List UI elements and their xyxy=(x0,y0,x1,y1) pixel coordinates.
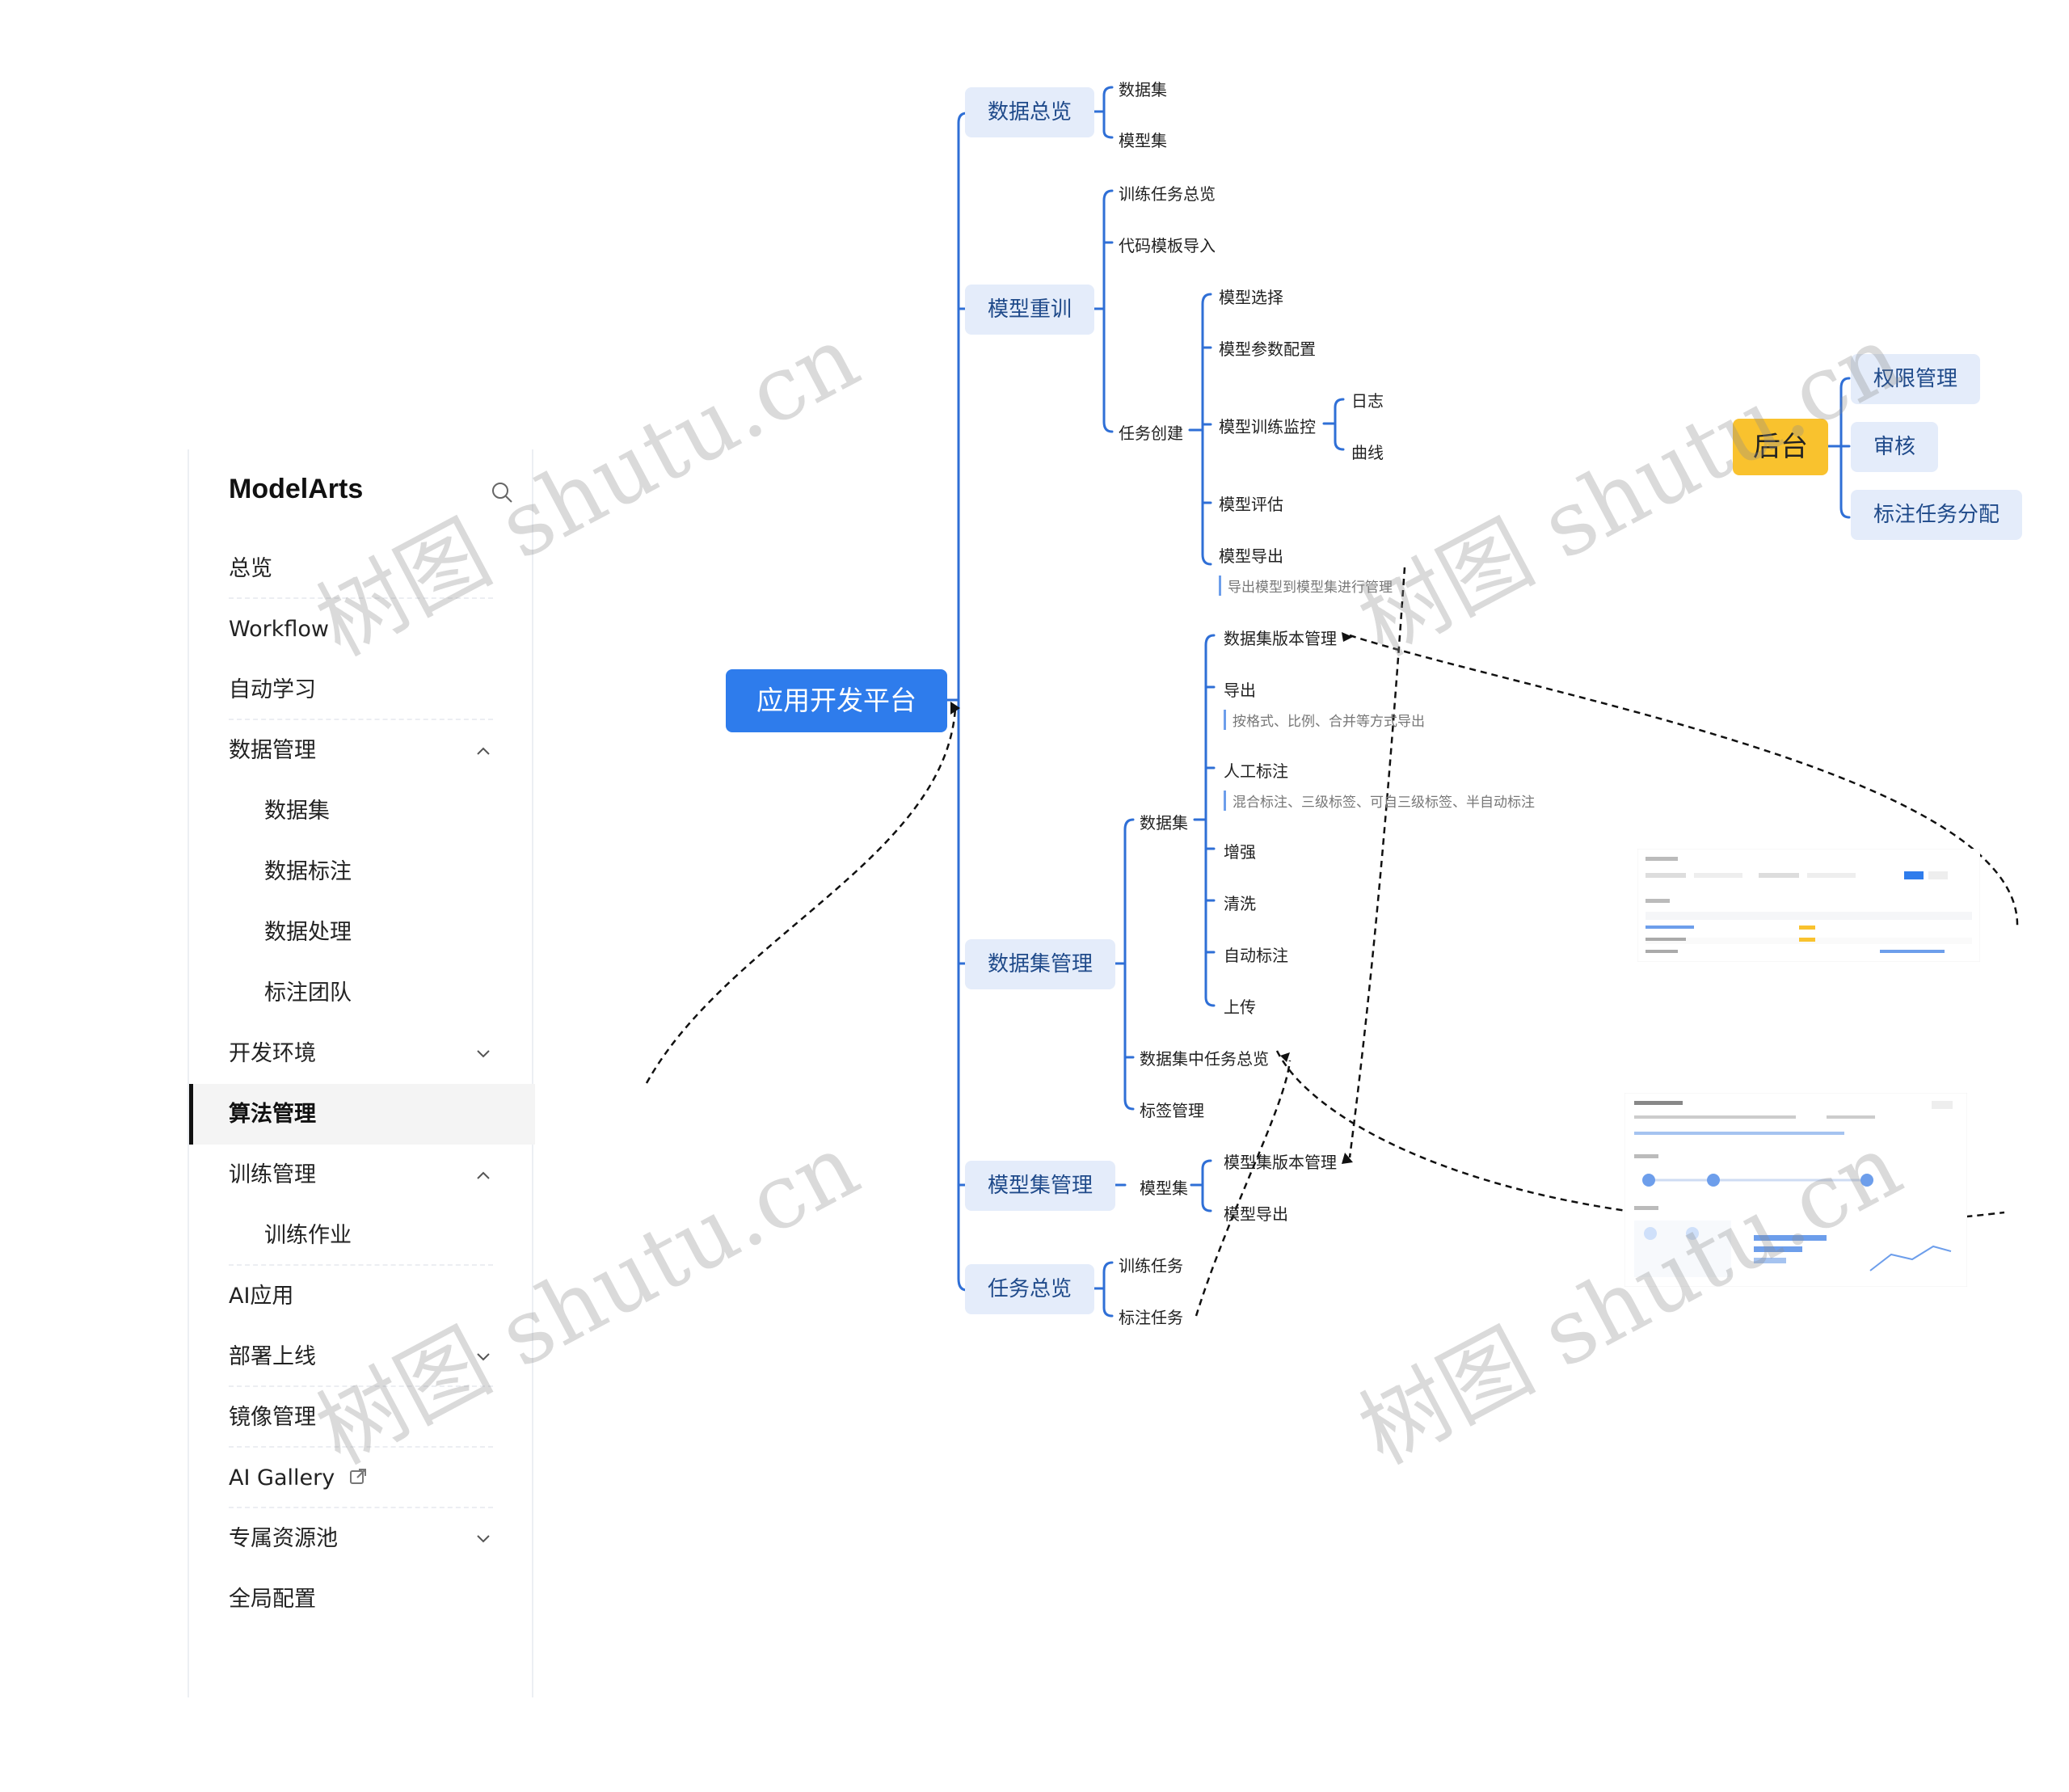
sidebar-item-training-management[interactable]: 训练管理 xyxy=(189,1145,532,1205)
sidebar-item-global-config[interactable]: 全局配置 xyxy=(189,1569,532,1630)
sidebar-item-label: 标注团队 xyxy=(264,980,352,1006)
note-export-to-model-set: 导出模型到模型集进行管理 xyxy=(1219,576,1393,596)
leaf-dataset-task-overview: 数据集中任务总览 xyxy=(1140,1049,1269,1069)
leaf-label-management: 标签管理 xyxy=(1140,1101,1204,1120)
leaf-model-eval: 模型评估 xyxy=(1219,495,1283,514)
leaf-augment: 增强 xyxy=(1224,842,1256,862)
sidebar-item-ai-apps[interactable]: AI应用 xyxy=(189,1266,532,1326)
chevron-down-icon xyxy=(477,1353,490,1361)
sidebar-item-dedicated-pool[interactable]: 专属资源池 xyxy=(189,1508,532,1569)
task-detail-thumbnail xyxy=(1624,1093,1967,1287)
leaf-manual-annotation: 人工标注 xyxy=(1224,761,1288,781)
sidebar-item-dev-env[interactable]: 开发环境 xyxy=(189,1023,532,1084)
sidebar-nav: 总览 Workflow 自动学习 数据管理 数据集 数据标注 数据处理 标注团队… xyxy=(189,538,535,1630)
sidebar-item-label: 专属资源池 xyxy=(229,1526,338,1551)
sidebar-item-auto-learning[interactable]: 自动学习 xyxy=(189,660,532,720)
sidebar-item-label: AI应用 xyxy=(229,1284,294,1309)
mindmap-root: 应用开发平台 xyxy=(726,669,947,732)
leaf-annotation-task: 标注任务 xyxy=(1119,1308,1183,1327)
sidebar-item-label: 开发环境 xyxy=(229,1041,316,1066)
note-export-methods: 按格式、比例、合并等方式导出 xyxy=(1224,710,1425,730)
chevron-down-icon xyxy=(477,1050,490,1058)
sidebar-item-training-jobs[interactable]: 训练作业 xyxy=(189,1205,532,1266)
chevron-up-icon xyxy=(477,747,490,755)
node-permission-management: 权限管理 xyxy=(1851,354,1980,404)
sidebar-item-image-management[interactable]: 镜像管理 xyxy=(189,1387,532,1448)
node-task-overview: 任务总览 xyxy=(965,1264,1094,1314)
sidebar-item-label: 数据集 xyxy=(264,799,330,824)
leaf-training-monitor: 模型训练监控 xyxy=(1219,417,1316,436)
leaf-model-export: 模型导出 xyxy=(1219,546,1283,566)
leaf-task-create: 任务创建 xyxy=(1119,424,1183,443)
chevron-down-icon xyxy=(477,1535,490,1543)
leaf-training-overview: 训练任务总览 xyxy=(1119,184,1216,204)
sidebar-item-label: 总览 xyxy=(229,556,272,581)
leaf-dataset-version-mgmt: 数据集版本管理 xyxy=(1224,629,1337,648)
leaf-model-select: 模型选择 xyxy=(1219,288,1283,307)
sidebar-item-label: AI Gallery xyxy=(229,1465,335,1491)
leaf-dataset-group: 数据集 xyxy=(1140,813,1188,833)
leaf-clean: 清洗 xyxy=(1224,894,1256,913)
leaf-log: 日志 xyxy=(1351,391,1384,411)
node-backend: 后台 xyxy=(1733,419,1828,475)
sidebar-item-label: 数据标注 xyxy=(264,859,352,884)
sidebar-item-ai-gallery[interactable]: AI Gallery xyxy=(189,1448,532,1508)
leaf-model-set-export: 模型导出 xyxy=(1224,1204,1288,1224)
node-data-overview: 数据总览 xyxy=(965,87,1094,137)
task-list-thumbnail xyxy=(1637,849,1980,962)
node-review: 审核 xyxy=(1851,422,1938,472)
sidebar-item-data-labeling[interactable]: 数据标注 xyxy=(189,841,532,902)
leaf-model-param-config: 模型参数配置 xyxy=(1219,339,1316,359)
sidebar-item-label: 全局配置 xyxy=(229,1587,316,1612)
sidebar-item-label: 数据处理 xyxy=(264,920,352,945)
sidebar-item-labeling-team[interactable]: 标注团队 xyxy=(189,963,532,1023)
node-model-set-management: 模型集管理 xyxy=(965,1161,1115,1211)
note-annotation-types: 混合标注、三级标签、可自三级标签、半自动标注 xyxy=(1224,791,1535,811)
leaf-training-task: 训练任务 xyxy=(1119,1256,1183,1275)
sidebar-item-label: 部署上线 xyxy=(229,1344,316,1369)
leaf-dataset: 数据集 xyxy=(1119,80,1167,99)
sidebar-item-datasets[interactable]: 数据集 xyxy=(189,781,532,841)
sidebar-item-data-management[interactable]: 数据管理 xyxy=(189,720,532,781)
sidebar-item-label: 数据管理 xyxy=(229,738,316,763)
node-model-retrain: 模型重训 xyxy=(965,285,1094,335)
sidebar-item-deployment[interactable]: 部署上线 xyxy=(189,1326,532,1387)
sidebar-item-label: Workflow xyxy=(229,617,329,642)
sidebar: ModelArts 总览 Workflow 自动学习 数据管理 数据集 数据标注… xyxy=(188,449,535,1697)
sidebar-item-data-processing[interactable]: 数据处理 xyxy=(189,902,532,963)
leaf-code-template-import: 代码模板导入 xyxy=(1119,236,1216,255)
chevron-up-icon xyxy=(477,1171,490,1179)
leaf-auto-annotation: 自动标注 xyxy=(1224,946,1288,965)
sidebar-item-overview[interactable]: 总览 xyxy=(189,538,532,599)
leaf-upload: 上传 xyxy=(1224,997,1256,1017)
leaf-model-set-group: 模型集 xyxy=(1140,1179,1188,1198)
external-link-icon xyxy=(349,1468,366,1484)
node-dataset-management: 数据集管理 xyxy=(965,939,1115,989)
sidebar-item-algorithm-management[interactable]: 算法管理 xyxy=(189,1084,535,1145)
search-icon[interactable] xyxy=(490,480,514,504)
sidebar-item-label: 训练管理 xyxy=(229,1162,316,1187)
node-annotation-task-assignment: 标注任务分配 xyxy=(1851,490,2022,540)
leaf-model-set: 模型集 xyxy=(1119,131,1167,150)
sidebar-item-label: 自动学习 xyxy=(229,677,316,702)
leaf-dataset-export: 导出 xyxy=(1224,681,1256,700)
sidebar-item-label: 算法管理 xyxy=(229,1102,316,1127)
sidebar-item-label: 镜像管理 xyxy=(229,1405,316,1430)
leaf-model-set-version-mgmt: 模型集版本管理 xyxy=(1224,1153,1337,1172)
leaf-curve: 曲线 xyxy=(1351,443,1384,462)
sidebar-item-label: 训练作业 xyxy=(264,1223,352,1248)
app-title: ModelArts xyxy=(229,474,364,504)
sidebar-item-workflow[interactable]: Workflow xyxy=(189,599,532,660)
